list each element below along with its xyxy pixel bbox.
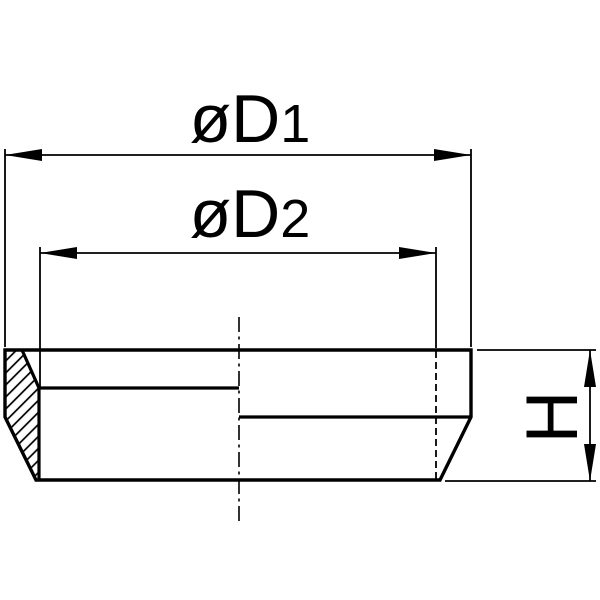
countersink-edge [20, 349, 41, 389]
d2-label: øD2 [190, 176, 311, 252]
d1-label: øD1 [190, 81, 311, 157]
dimension-d1: øD1 [4, 81, 472, 347]
d1-label-subscript: 1 [280, 94, 310, 154]
section-hatch [5, 350, 39, 480]
dimension-d2: øD2 [39, 176, 437, 387]
d1-arrowhead-right [434, 149, 471, 161]
h-arrowhead-top [584, 350, 596, 387]
h-arrowhead-bottom [584, 444, 596, 481]
d1-arrowhead-left [5, 149, 42, 161]
d2-label-symbol: øD [190, 176, 281, 252]
d1-label-symbol: øD [190, 81, 281, 157]
part-cross-section [3, 317, 473, 522]
dimension-h: H [445, 349, 596, 482]
part-outline [3, 348, 473, 482]
d2-label-subscript: 2 [280, 189, 310, 249]
d2-arrowhead-left [40, 247, 77, 259]
h-label: H [512, 391, 593, 444]
d2-arrowhead-right [399, 247, 436, 259]
